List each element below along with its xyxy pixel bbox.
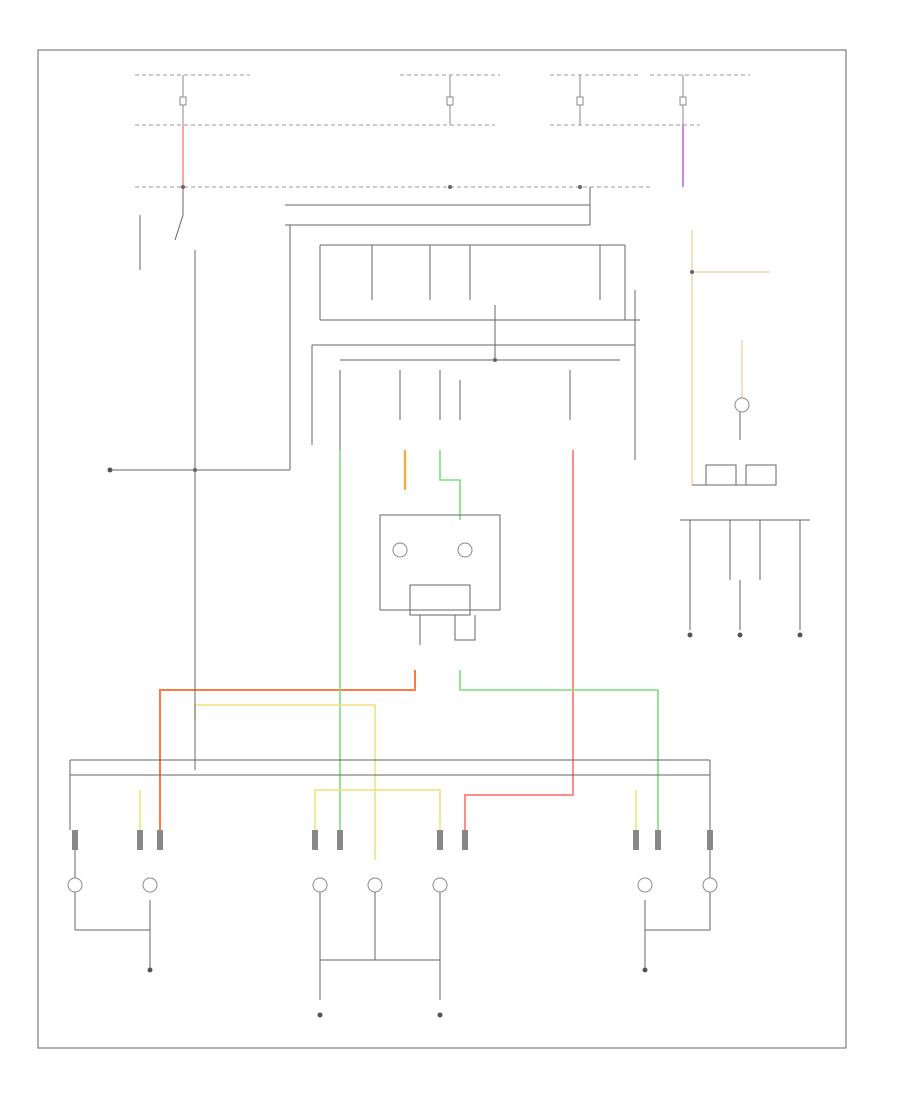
power-bus	[135, 74, 750, 188]
connector-pins	[72, 830, 713, 850]
ground-b	[737, 632, 743, 638]
diagram-border	[37, 49, 847, 1049]
ground-dash	[107, 467, 113, 473]
grounds	[107, 467, 803, 1018]
ground-right-front	[642, 967, 648, 973]
ground-left-front	[147, 967, 153, 973]
ground-right-rear	[437, 1012, 443, 1018]
front-turn-lamp-left	[142, 877, 158, 893]
fuse-drops	[179, 75, 687, 125]
lamps	[67, 397, 750, 893]
wire-yellow-center	[314, 789, 441, 830]
dash-lamp	[734, 397, 750, 413]
rear-turn-lamp-right	[432, 877, 448, 893]
wire-red-right	[464, 450, 574, 830]
ground-left-rear	[317, 1012, 323, 1018]
front-side-marker-right	[702, 877, 718, 893]
wire-green-right	[459, 670, 659, 830]
wire-yellow-backup	[194, 704, 376, 860]
front-side-marker-left	[67, 877, 83, 893]
wire-orange-left	[159, 670, 416, 830]
colored-wires	[139, 125, 770, 860]
front-turn-lamp-right	[637, 877, 653, 893]
splices	[181, 185, 694, 472]
ground-a	[687, 632, 693, 638]
backup-lamp	[367, 877, 383, 893]
left-indicator-lamp	[392, 542, 408, 558]
rear-turn-lamp-left	[312, 877, 328, 893]
ground-c	[797, 632, 803, 638]
right-indicator-lamp	[457, 542, 473, 558]
wire-green-stub	[439, 450, 461, 520]
